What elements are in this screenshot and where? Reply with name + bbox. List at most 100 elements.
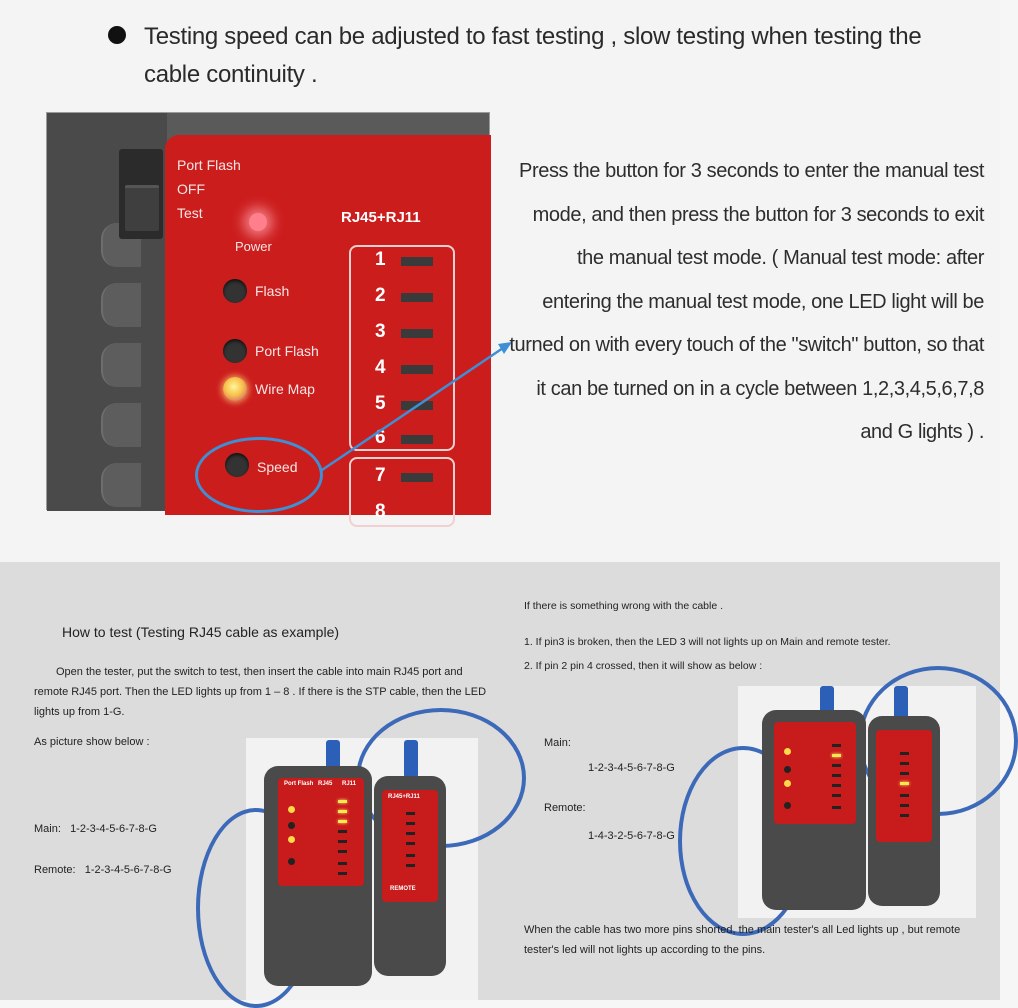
mini-power-led xyxy=(784,748,791,755)
led-bar-2 xyxy=(401,293,433,302)
mini-port-flash-label: Port Flash xyxy=(284,781,314,787)
mini-led-bar xyxy=(406,822,415,825)
led-group-bracket xyxy=(349,457,455,527)
remote-sequence-right: 1-4-3-2-5-6-7-8-G xyxy=(588,830,675,842)
main-tester-face: Port Flash RJ45 RJ11 xyxy=(278,778,364,886)
mini-led-bar xyxy=(832,754,841,757)
mini-led-bar xyxy=(406,832,415,835)
grip-ridge xyxy=(101,343,141,387)
crossed-pins-photo xyxy=(678,666,1018,936)
flash-label: Flash xyxy=(255,283,290,299)
mini-led-bar xyxy=(832,764,841,767)
mini-led-bar xyxy=(900,782,909,785)
grip-ridge xyxy=(101,403,141,447)
mini-led-bar xyxy=(338,862,347,865)
led-number-5: 5 xyxy=(375,393,386,414)
mini-led-bar xyxy=(900,772,909,775)
speed-highlight-circle xyxy=(195,437,323,513)
mode-switch[interactable] xyxy=(125,185,159,231)
remote-tester-unit xyxy=(868,716,940,906)
mini-led-bar xyxy=(406,854,415,857)
wire-map-label: Wire Map xyxy=(255,381,315,397)
mini-rj45-label: RJ45 xyxy=(318,781,333,787)
power-led xyxy=(249,213,267,231)
led-bar-3 xyxy=(401,329,433,338)
main-label-right: Main: xyxy=(544,737,571,749)
mini-led-bar xyxy=(338,800,347,803)
mini-led-bar xyxy=(900,804,909,807)
port-flash-led xyxy=(223,339,247,363)
mini-led xyxy=(288,836,295,843)
led-number-2: 2 xyxy=(375,285,386,306)
mini-led-bar xyxy=(338,810,347,813)
mini-speed-button[interactable] xyxy=(288,858,295,865)
speed-heading: Testing speed can be adjusted to fast te… xyxy=(144,23,922,88)
remote-tester-face xyxy=(876,730,932,842)
fault-item-2: 2. If pin 2 pin 4 crossed, then it will … xyxy=(524,660,763,672)
mini-speed-button[interactable] xyxy=(784,802,791,809)
bullet-icon xyxy=(108,26,126,44)
mini-power-led xyxy=(288,806,295,813)
main-tester-unit: Port Flash RJ45 RJ11 xyxy=(264,766,372,986)
mini-led xyxy=(784,766,791,773)
led-number-8: 8 xyxy=(375,501,386,522)
top-section: Testing speed can be adjusted to fast te… xyxy=(46,23,985,527)
led-bar-7 xyxy=(401,473,433,482)
mini-led-bar xyxy=(832,784,841,787)
switch-label-test: Test xyxy=(177,205,203,221)
led-bar-6 xyxy=(401,435,433,444)
main-tester-unit xyxy=(762,710,866,910)
mini-led-bar xyxy=(406,812,415,815)
model-label: RJ45+RJ11 xyxy=(341,209,421,226)
mini-led-bar xyxy=(832,794,841,797)
mini-led-bar xyxy=(900,762,909,765)
switch-label-off: OFF xyxy=(177,181,205,197)
led-bar-1 xyxy=(401,257,433,266)
grip-ridge xyxy=(101,463,141,507)
wire-map-led xyxy=(223,377,247,401)
how-to-test-title: How to test (Testing RJ45 cable as examp… xyxy=(62,624,340,640)
mini-led-bar xyxy=(900,814,909,817)
led-group-bracket xyxy=(349,245,455,451)
mini-led xyxy=(784,780,791,787)
mini-led xyxy=(288,822,295,829)
remote-tester-face: RJ45+RJ11 REMOTE xyxy=(382,790,438,902)
as-picture-label: As picture show below : xyxy=(34,736,150,748)
led-bar-4 xyxy=(401,365,433,374)
how-to-test-paragraph: Open the tester, put the switch to test,… xyxy=(34,666,487,718)
mini-led-bar xyxy=(406,864,415,867)
mini-led-bar xyxy=(832,744,841,747)
mini-led-bar xyxy=(338,840,347,843)
mini-led-bar xyxy=(900,752,909,755)
mini-remote-label: REMOTE xyxy=(390,886,416,892)
mini-led-bar xyxy=(832,774,841,777)
mini-led-bar xyxy=(900,794,909,797)
mini-led-bar xyxy=(832,806,841,809)
manual-mode-description: Press the button for 3 seconds to enter … xyxy=(509,160,984,443)
port-flash-label: Port Flash xyxy=(255,343,319,359)
flash-led xyxy=(223,279,247,303)
mini-led-bar xyxy=(406,842,415,845)
switch-label-port-flash: Port Flash xyxy=(177,157,241,173)
main-sequence-left: Main: 1-2-3-4-5-6-7-8-G xyxy=(34,823,157,835)
led-number-4: 4 xyxy=(375,357,386,378)
main-sequence-right: 1-2-3-4-5-6-7-8-G xyxy=(588,762,675,774)
led-number-7: 7 xyxy=(375,465,386,486)
bottom-section: How to test (Testing RJ45 cable as examp… xyxy=(0,562,1018,1008)
tester-grip xyxy=(47,113,167,511)
remote-label-right: Remote: xyxy=(544,802,586,814)
led-number-3: 3 xyxy=(375,321,386,342)
fault-item-1: 1. If pin3 is broken, then the LED 3 wil… xyxy=(524,636,891,648)
remote-sequence-left: Remote: 1-2-3-4-5-6-7-8-G xyxy=(34,864,172,876)
led-number-1: 1 xyxy=(375,249,386,270)
mini-led-bar xyxy=(338,872,347,875)
led-number-6: 6 xyxy=(375,427,386,448)
pointer-arrow-icon xyxy=(321,342,512,472)
tester-closeup-photo: Port Flash OFF Test Power RJ45+RJ11 Flas… xyxy=(46,112,491,527)
shorted-pins-note: When the cable has two more pins shorted… xyxy=(524,924,961,956)
mini-led-bar xyxy=(338,830,347,833)
mini-led-bar xyxy=(338,850,347,853)
mini-model-label: RJ45+RJ11 xyxy=(388,794,420,800)
power-label: Power xyxy=(235,239,272,254)
main-tester-face xyxy=(774,722,856,824)
